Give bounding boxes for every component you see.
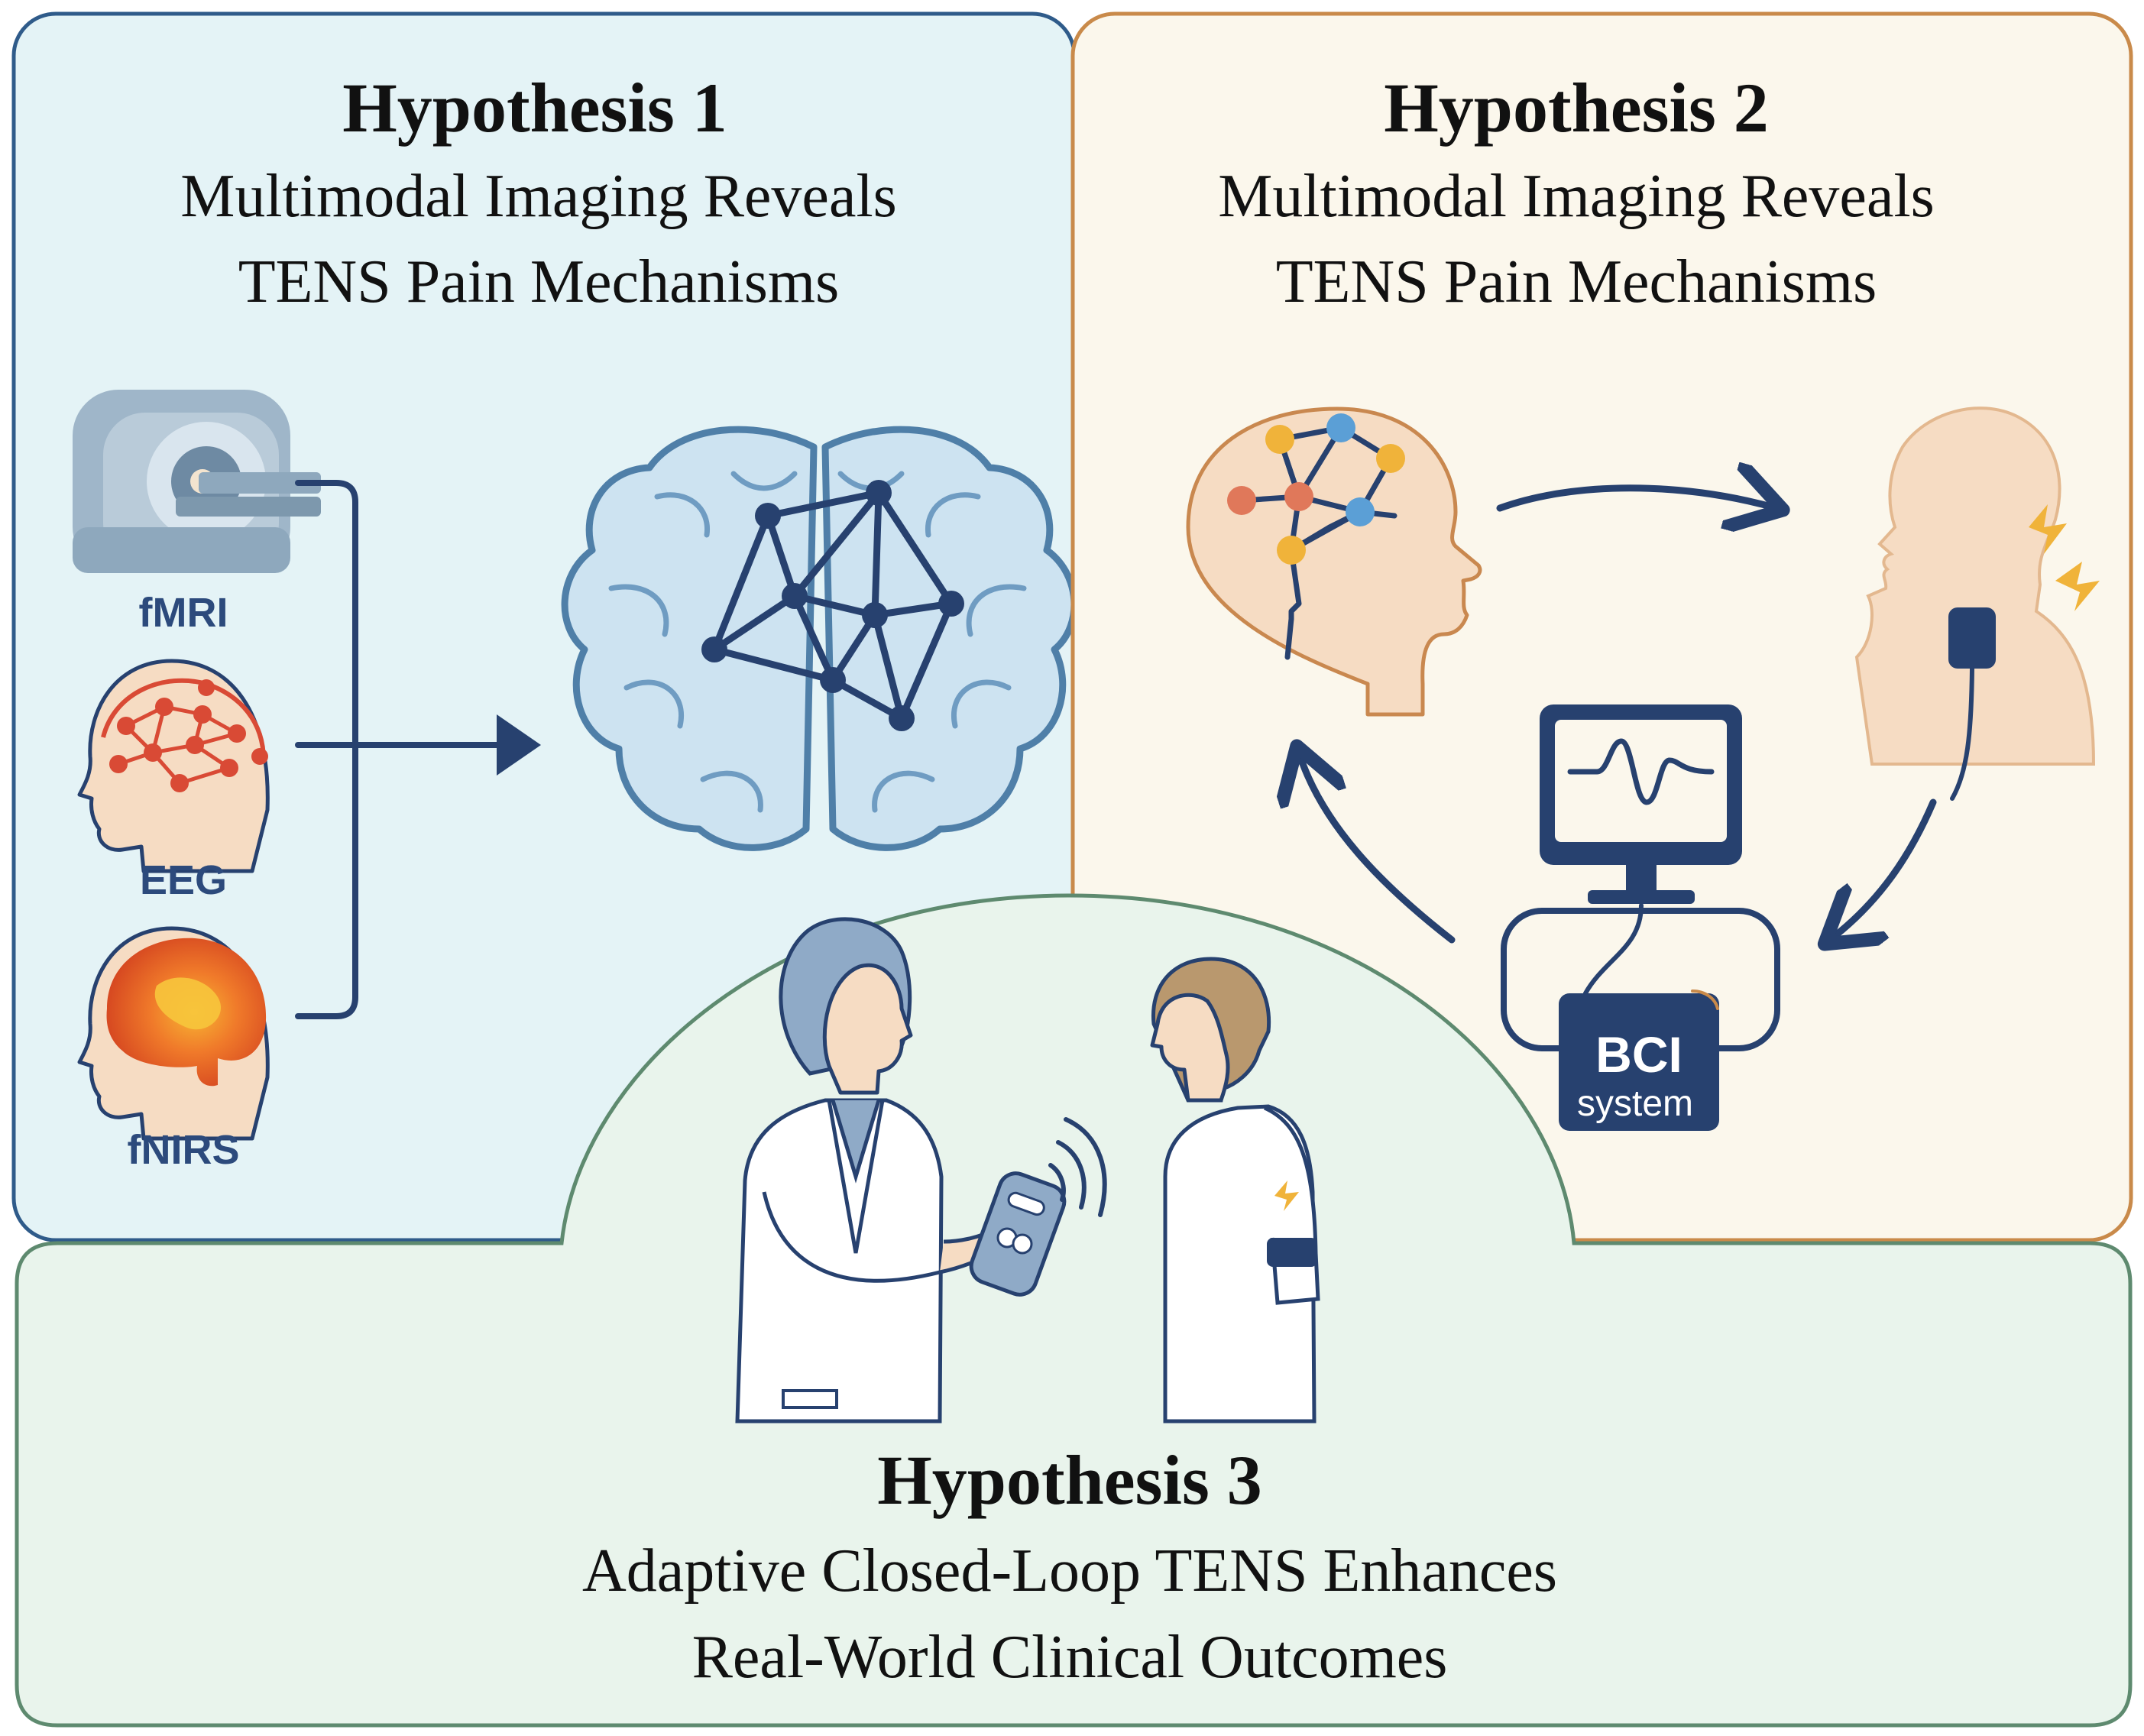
panel-hypothesis-3: Hypothesis 3 Adaptive Closed-Loop TENS E… <box>15 893 2133 1728</box>
modality-label-fmri: fMRI <box>139 590 228 636</box>
hypothesis-2-subtitle-line-1: Multimodal Imaging Reveals <box>1218 163 1935 230</box>
hypothesis-3-title: Hypothesis 3 <box>877 1441 1262 1519</box>
modality-merge-connector <box>295 480 500 1019</box>
patient-figure <box>1150 957 1320 1423</box>
fnirs-head-icon <box>77 926 270 1141</box>
bci-system-box <box>1559 993 1719 1131</box>
bci-to-head-arrow <box>1299 753 1456 944</box>
brain-head-icon <box>1186 406 1482 717</box>
body-to-bci-arrow <box>1830 798 1937 940</box>
electric-spark-icon <box>2029 504 2067 554</box>
head-to-body-arrow <box>1496 488 1776 508</box>
mri-scanner-icon <box>73 390 321 573</box>
bci-system-label: system <box>1577 1083 1693 1124</box>
clinician-figure <box>735 917 1107 1423</box>
panel-3-background <box>15 893 2133 1728</box>
hypothesis-1-subtitle-line-2: TENS Pain Mechanisms <box>238 248 840 316</box>
person-silhouette-icon <box>1854 406 2100 801</box>
hypothesis-1-title: Hypothesis 1 <box>342 69 727 147</box>
hypothesis-1-subtitle-line-1: Multimodal Imaging Reveals <box>180 163 897 230</box>
hypothesis-3-subtitle-line-1: Adaptive Closed-Loop TENS Enhances <box>582 1537 1557 1605</box>
bci-label: BCI <box>1595 1026 1682 1083</box>
arm-spark-icon <box>1274 1181 1299 1211</box>
merge-arrow-head <box>497 714 541 776</box>
hypothesis-3-subtitle-line-2: Real-World Clinical Outcomes <box>692 1624 1448 1691</box>
modality-label-eeg: EEG <box>140 857 227 903</box>
modality-label-fnirs: fNIRS <box>128 1127 240 1173</box>
wireless-signal-icon <box>1048 1117 1107 1217</box>
tens-armband <box>1267 1238 1317 1267</box>
eeg-head-icon <box>77 659 270 873</box>
panel-hypothesis-2: Hypothesis 2 Multimodal Imaging Reveals … <box>1070 11 2133 1242</box>
tens-electrode-pad <box>1948 607 1996 669</box>
electrode-lead-wire <box>1950 666 1974 801</box>
bci-computer-icon: BCI system <box>1501 704 1780 1131</box>
panel-hypothesis-1: Hypothesis 1 Multimodal Imaging Reveals … <box>11 11 1078 1242</box>
hypothesis-2-subtitle-line-2: TENS Pain Mechanisms <box>1276 248 1877 316</box>
brain-network-icon <box>561 426 1078 851</box>
hypothesis-2-title: Hypothesis 2 <box>1384 69 1769 147</box>
